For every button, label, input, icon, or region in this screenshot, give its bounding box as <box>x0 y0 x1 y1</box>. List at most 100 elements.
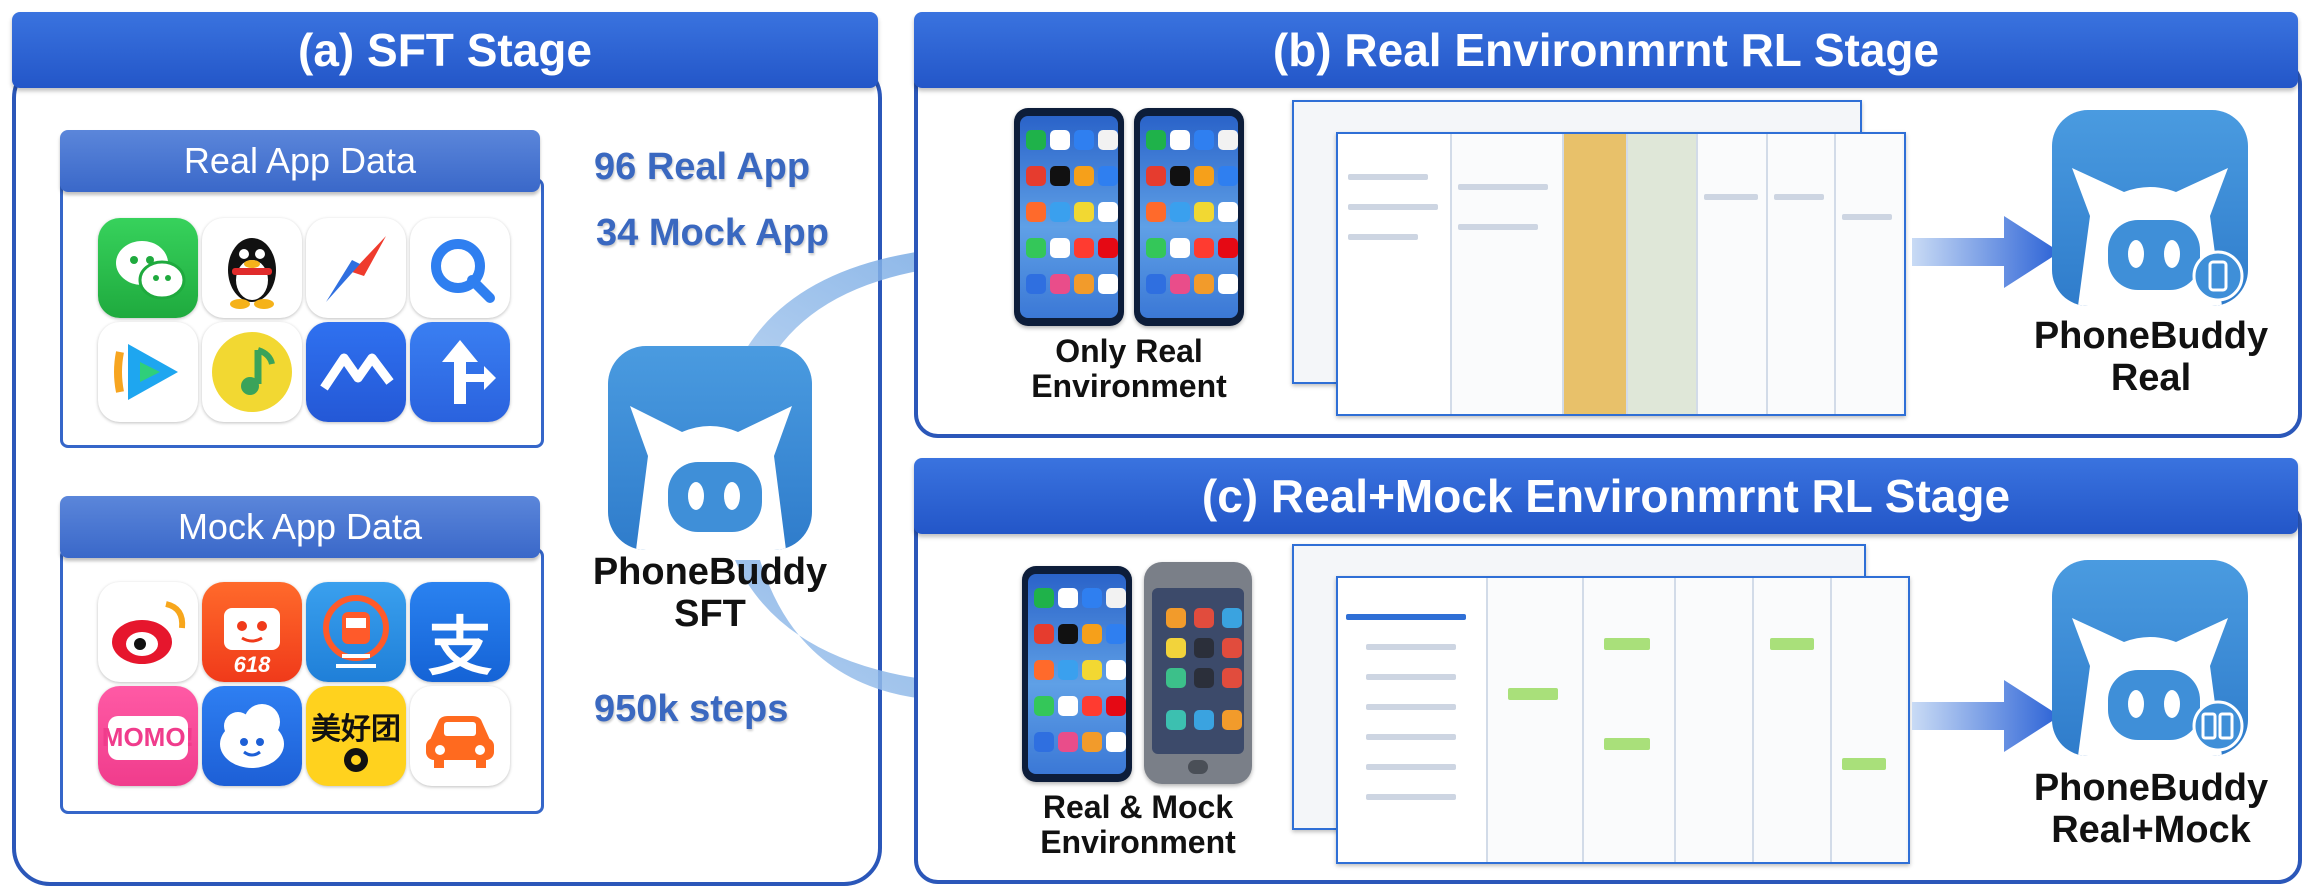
compass-icon <box>306 218 406 318</box>
real-rl-stage-title: (b) Real Environmrnt RL Stage <box>914 12 2298 88</box>
home-app-tile <box>1146 130 1166 150</box>
home-app-tile <box>1026 202 1046 222</box>
real-app-data-title: Real App Data <box>60 130 540 192</box>
music-note-icon <box>202 322 302 422</box>
mock-env-screenshots-front <box>1336 576 1910 864</box>
home-app-tile <box>1082 660 1102 680</box>
home-app-tile <box>1034 696 1054 716</box>
real-phone-3 <box>1022 566 1132 782</box>
home-app-tile <box>1034 732 1054 752</box>
lark-icon <box>306 322 406 422</box>
real-mock-env-line1: Real & Mock <box>1042 789 1234 825</box>
home-app-tile <box>1026 238 1046 258</box>
real-mock-env-label: Real & Mock Environment <box>1004 789 1272 861</box>
arrow-to-phonebuddy-realmock <box>1912 680 2060 752</box>
meihaotuan-icon: 美好团 <box>306 686 406 786</box>
phonebuddy-realmock-line1: PhoneBuddy <box>2033 767 2269 809</box>
badge-618-label: 618 <box>233 652 271 677</box>
home-app-tile <box>1106 732 1126 752</box>
taobao-618-icon: 618 <box>202 582 302 682</box>
momo-label: MOMO! <box>101 722 195 752</box>
phonebuddy-sft-logo <box>608 346 812 550</box>
home-app-tile <box>1050 130 1070 150</box>
home-app-tile <box>1218 202 1238 222</box>
home-app-tile <box>1058 660 1078 680</box>
weibo-icon <box>98 582 198 682</box>
home-app-tile <box>1146 166 1166 186</box>
home-app-tile <box>1146 274 1166 294</box>
home-app-tile <box>1106 588 1126 608</box>
mock-app-data-title: Mock App Data <box>60 496 540 558</box>
home-app-tile <box>1194 274 1214 294</box>
home-app-tile <box>1098 202 1118 222</box>
phonebuddy-sft-line2: SFT <box>674 592 746 635</box>
mock-rl-stage-title: (c) Real+Mock Environmrnt RL Stage <box>914 458 2298 534</box>
home-app-tile <box>1218 274 1238 294</box>
mock-phone <box>1144 562 1252 784</box>
sft-stage-title: (a) SFT Stage <box>12 12 878 88</box>
home-app-tile <box>1026 130 1046 150</box>
phonebuddy-realmock-label: PhoneBuddy Real+Mock <box>2016 767 2286 852</box>
home-app-tile <box>1082 732 1102 752</box>
home-app-tile <box>1074 202 1094 222</box>
home-app-tile <box>1218 166 1238 186</box>
home-app-tile <box>1146 238 1166 258</box>
car-icon <box>410 686 510 786</box>
home-app-tile <box>1058 624 1078 644</box>
home-app-tile <box>1170 238 1190 258</box>
home-app-tile <box>1050 274 1070 294</box>
alipay-icon: 支 <box>410 582 510 682</box>
wechat-icon <box>98 218 198 318</box>
home-app-tile <box>1082 624 1102 644</box>
home-app-tile <box>1034 660 1054 680</box>
home-app-tile <box>1058 732 1078 752</box>
only-real-env-label: Only Real Environment <box>1004 333 1254 404</box>
phonebuddy-real-label: PhoneBuddy Real <box>2016 315 2286 400</box>
home-app-tile <box>1170 202 1190 222</box>
home-app-tile <box>1082 588 1102 608</box>
real-phone-2 <box>1134 108 1244 326</box>
home-app-tile <box>1098 166 1118 186</box>
home-app-tile <box>1106 696 1126 716</box>
home-app-tile <box>1170 274 1190 294</box>
home-app-tile <box>1170 166 1190 186</box>
home-app-tile <box>1218 130 1238 150</box>
real-env-screenshots-front <box>1336 132 1906 416</box>
phonebuddy-sft-line1: PhoneBuddy <box>592 551 828 593</box>
search-q-icon <box>410 218 510 318</box>
home-app-tile <box>1106 660 1126 680</box>
home-app-tile <box>1074 274 1094 294</box>
home-app-tile <box>1074 238 1094 258</box>
home-app-tile <box>1218 238 1238 258</box>
real-mock-env-line2: Environment <box>1040 824 1236 861</box>
only-real-env-line1: Only Real <box>1055 333 1203 369</box>
home-app-tile <box>1098 238 1118 258</box>
phonebuddy-sft-label: PhoneBuddy SFT <box>588 551 832 636</box>
momo-icon: MOMO! <box>98 686 198 786</box>
home-app-tile <box>1050 202 1070 222</box>
home-app-tile <box>1170 130 1190 150</box>
home-app-tile <box>1050 238 1070 258</box>
home-app-tile <box>1098 130 1118 150</box>
home-app-tile <box>1082 696 1102 716</box>
home-app-tile <box>1050 166 1070 186</box>
home-app-tile <box>1058 588 1078 608</box>
home-app-tile <box>1026 166 1046 186</box>
mock-app-count: 34 Mock App <box>596 212 829 254</box>
video-play-icon <box>98 322 198 422</box>
home-app-tile <box>1146 202 1166 222</box>
cloud-mascot-icon <box>202 686 302 786</box>
home-app-tile <box>1034 588 1054 608</box>
home-app-tile <box>1026 274 1046 294</box>
phonebuddy-real-line2: Real <box>2110 356 2192 399</box>
real-phone-1 <box>1014 108 1124 326</box>
home-app-tile <box>1074 166 1094 186</box>
phonebuddy-realmock-line2: Real+Mock <box>2051 808 2251 851</box>
home-app-tile <box>1074 130 1094 150</box>
real-app-count: 96 Real App <box>594 146 811 188</box>
home-app-tile <box>1106 624 1126 644</box>
home-app-tile <box>1098 274 1118 294</box>
phonebuddy-realmock-logo <box>2052 560 2248 756</box>
home-app-tile <box>1194 238 1214 258</box>
phonebuddy-real-line1: PhoneBuddy <box>2033 315 2269 357</box>
